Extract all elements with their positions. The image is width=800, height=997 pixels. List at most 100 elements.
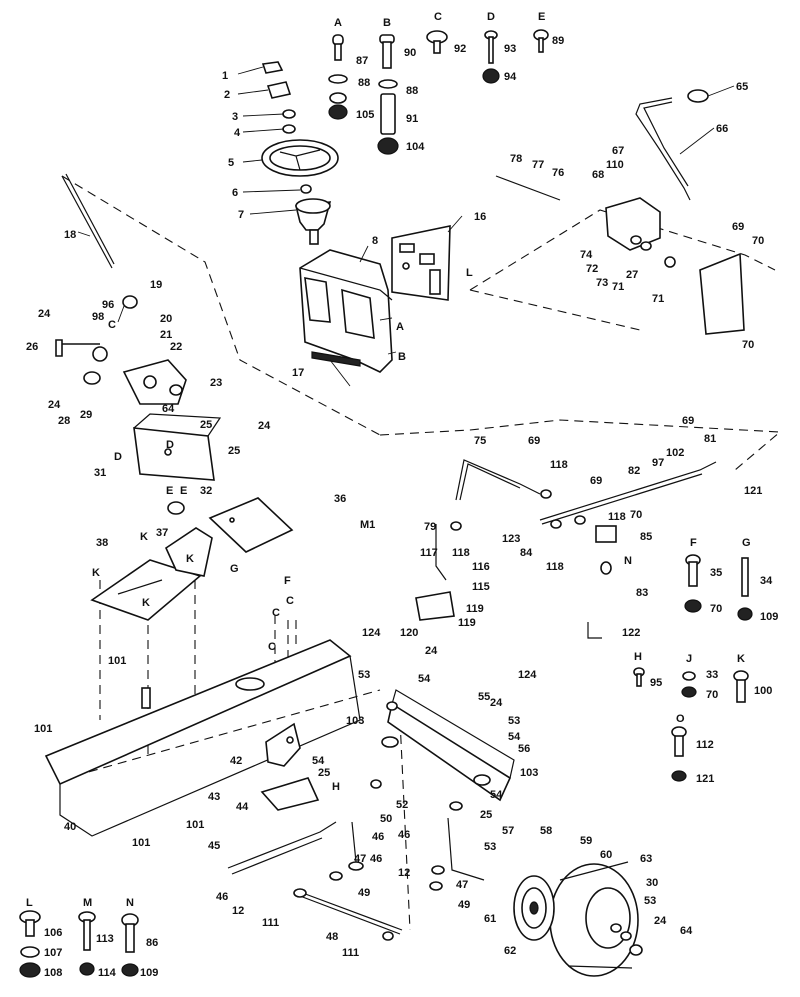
callout-46-d: 46 <box>398 829 410 841</box>
callout-43: 43 <box>208 791 220 803</box>
callout-68: 68 <box>592 169 604 181</box>
callout-58: 58 <box>540 825 552 837</box>
callout-33: 33 <box>706 669 718 681</box>
callout-71-a: 71 <box>612 281 624 293</box>
callout-119-a: 119 <box>466 603 484 615</box>
hardware-bolt-c <box>426 30 448 54</box>
callout-124-a: 124 <box>362 627 381 639</box>
callout-48: 48 <box>326 931 338 943</box>
callout-102: 102 <box>666 447 684 459</box>
callout-54-a: 54 <box>418 673 431 685</box>
callout-31: 31 <box>94 467 106 479</box>
mark-k-1: K <box>92 567 100 579</box>
callout-12-b: 12 <box>398 867 410 879</box>
callout-63: 63 <box>640 853 652 865</box>
mark-h: H <box>332 781 340 793</box>
callout-104: 104 <box>406 141 425 153</box>
callout-123: 123 <box>502 533 520 545</box>
mark-m1: M1 <box>360 519 375 531</box>
callout-94: 94 <box>504 71 517 83</box>
callout-49-a: 49 <box>358 887 370 899</box>
hardware-bolt-o <box>671 726 687 782</box>
callout-82: 82 <box>628 465 640 477</box>
callout-66: 66 <box>716 123 728 135</box>
callout-113: 113 <box>96 933 114 945</box>
callout-79: 79 <box>424 521 436 533</box>
callout-115: 115 <box>472 581 490 593</box>
key-letter-b: B <box>383 17 391 29</box>
key-letter-f: F <box>690 537 697 549</box>
callout-47-a: 47 <box>354 853 366 865</box>
callout-71-b: 71 <box>652 293 664 305</box>
callout-111-b: 111 <box>342 947 359 959</box>
callout-26: 26 <box>26 341 38 353</box>
hardware-bolt-j <box>681 671 697 698</box>
callout-53-a: 53 <box>358 669 370 681</box>
callout-59: 59 <box>580 835 592 847</box>
callout-70-d: 70 <box>710 603 722 615</box>
callout-97: 97 <box>652 457 664 469</box>
callout-2: 2 <box>224 89 230 101</box>
mark-g: G <box>230 563 239 575</box>
callout-6: 6 <box>232 187 238 199</box>
callout-47-b: 47 <box>456 879 468 891</box>
callout-121-b: 121 <box>696 773 714 785</box>
callout-22: 22 <box>170 341 182 353</box>
callout-108: 108 <box>44 967 62 979</box>
callout-69-a: 69 <box>732 221 744 233</box>
callout-5: 5 <box>228 157 234 169</box>
callout-101-c: 101 <box>132 837 150 849</box>
callout-84: 84 <box>520 547 533 559</box>
hardware-bolt-b-spacer <box>377 34 399 155</box>
callout-53-d: 53 <box>644 895 656 907</box>
callout-105: 105 <box>356 109 374 121</box>
callout-1: 1 <box>222 70 228 82</box>
mounting-bracket <box>133 413 222 481</box>
callout-56: 56 <box>518 743 530 755</box>
panel-bracket <box>391 225 451 301</box>
seat-plate <box>90 501 213 621</box>
steering-gear-bracket <box>55 295 187 405</box>
hardware-bolt-f <box>684 554 702 613</box>
callout-70-e: 70 <box>706 689 718 701</box>
callout-88-a: 88 <box>358 77 370 89</box>
mark-c-4: C <box>268 641 276 653</box>
callout-67: 67 <box>612 145 624 157</box>
callout-121-a: 121 <box>744 485 762 497</box>
callout-24-a: 24 <box>38 308 51 320</box>
shift-linkage <box>415 459 717 639</box>
callout-81: 81 <box>704 433 716 445</box>
key-letter-d: D <box>487 11 495 23</box>
callout-70-c: 70 <box>630 509 642 521</box>
hardware-bolt-e <box>533 29 549 53</box>
callout-78: 78 <box>510 153 522 165</box>
mark-d-1: D <box>166 439 174 451</box>
callout-36: 36 <box>334 493 346 505</box>
callout-76: 76 <box>552 167 564 179</box>
callout-23: 23 <box>210 377 222 389</box>
spindle-arms <box>329 801 485 891</box>
callout-64-a: 64 <box>162 403 175 415</box>
callout-73: 73 <box>596 277 608 289</box>
hardware-bolt-h <box>633 667 645 687</box>
callout-24-e: 24 <box>490 697 503 709</box>
callout-42: 42 <box>230 755 242 767</box>
mark-d-2: D <box>114 451 122 463</box>
key-letter-h: H <box>634 651 642 663</box>
front-axle-assembly <box>370 689 515 802</box>
callout-25-d: 25 <box>480 809 492 821</box>
callout-28: 28 <box>58 415 70 427</box>
callout-109-a: 109 <box>760 611 778 623</box>
key-letter-k: K <box>737 653 745 665</box>
callout-53-c: 53 <box>484 841 496 853</box>
callout-112: 112 <box>696 739 714 751</box>
key-letter-j: J <box>686 653 692 665</box>
hardware-bolt-n <box>121 913 139 977</box>
callout-118-d: 118 <box>608 511 626 523</box>
callout-77: 77 <box>532 159 544 171</box>
callout-34: 34 <box>760 575 773 587</box>
callout-74: 74 <box>580 249 593 261</box>
callout-75: 75 <box>474 435 486 447</box>
callout-90: 90 <box>404 47 416 59</box>
